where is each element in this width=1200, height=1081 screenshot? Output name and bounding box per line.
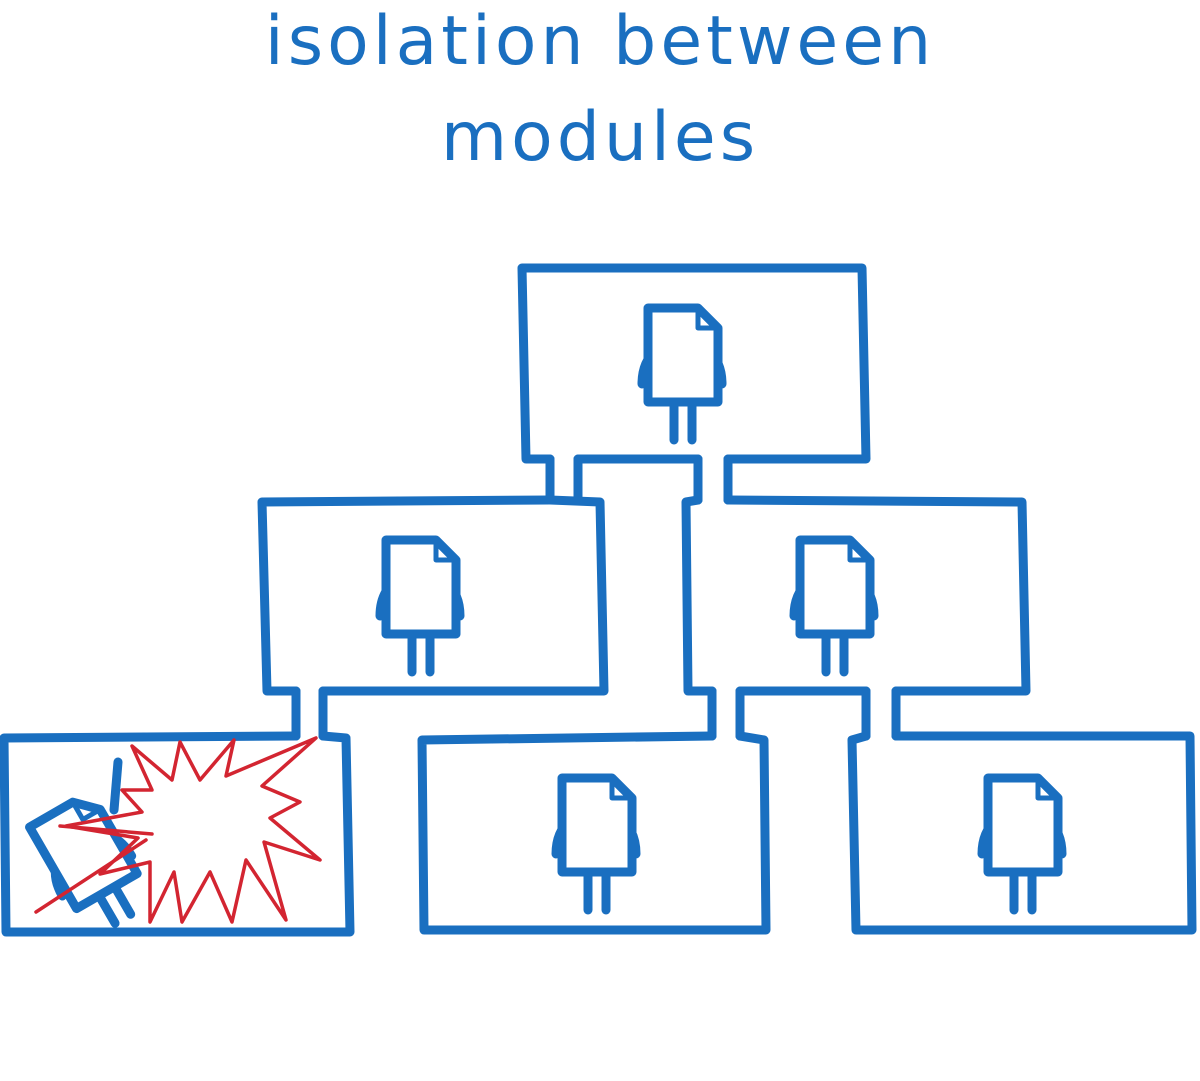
module-top [517,263,871,505]
explosion-burst-icon [64,736,322,924]
module-bottom-left-failed [0,731,355,937]
module-bottom-right [847,731,1197,935]
file-character-icon [794,540,874,672]
title-line-2: modules [440,98,760,177]
file-character-icon [380,540,460,672]
crack-line-icon [34,838,148,914]
module-bottom-middle [417,731,771,935]
file-character-icon [982,778,1062,910]
module-middle-left [257,495,609,741]
title-line-1: isolation between [264,2,936,81]
crack-line-icon [58,824,154,836]
file-character-icon [556,778,636,910]
file-character-icon [642,308,722,440]
module-middle-right [681,495,1031,741]
